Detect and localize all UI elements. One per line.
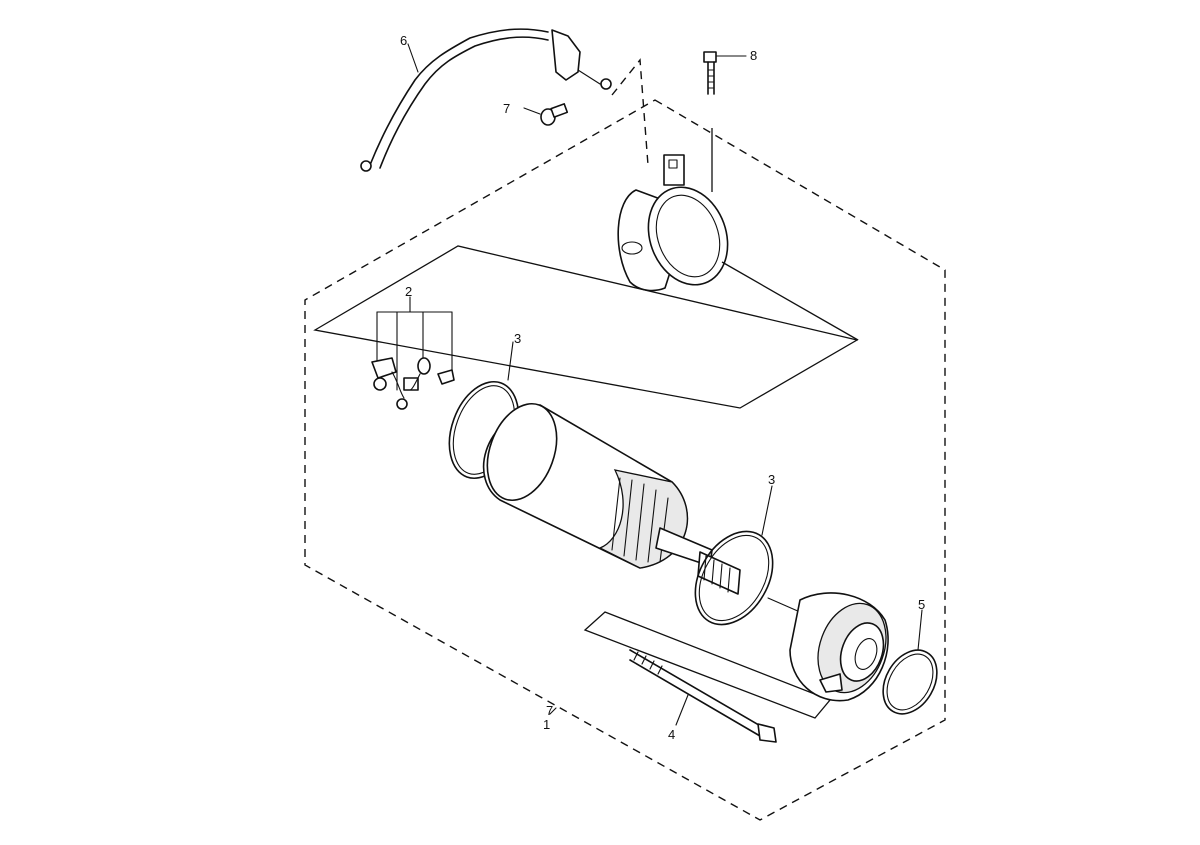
callout-3-upper: 3 <box>514 331 521 346</box>
through-bolt <box>629 649 777 743</box>
o-ring-small-inner <box>886 653 934 711</box>
front-cover <box>789 592 889 702</box>
callout-3-lower: 3 <box>768 472 775 487</box>
mounting-bolt <box>703 51 747 192</box>
shaft-guide <box>767 597 801 613</box>
callout-2: 2 <box>405 284 412 299</box>
inner-frame-upper <box>313 245 859 409</box>
rear-housing <box>617 154 859 341</box>
cable-leader-dashed <box>611 58 649 166</box>
callout-8: 8 <box>750 48 757 63</box>
starter-cable <box>360 28 612 172</box>
callout-6: 6 <box>400 33 407 48</box>
cable-bolt <box>523 103 569 126</box>
armature-yoke <box>482 402 741 595</box>
o-ring-small <box>882 649 938 715</box>
o-ring-lower <box>694 530 774 626</box>
o-ring-lower-inner <box>698 534 770 622</box>
callout-1: 1 <box>543 717 550 732</box>
callout-5: 5 <box>918 597 925 612</box>
brush-set <box>371 296 455 410</box>
callout-1-mark: 7 <box>546 703 553 718</box>
assembly-dashed-boundary <box>304 99 946 821</box>
callout-4: 4 <box>668 727 675 742</box>
leader-lines <box>407 43 923 726</box>
callout-7: 7 <box>503 101 510 116</box>
